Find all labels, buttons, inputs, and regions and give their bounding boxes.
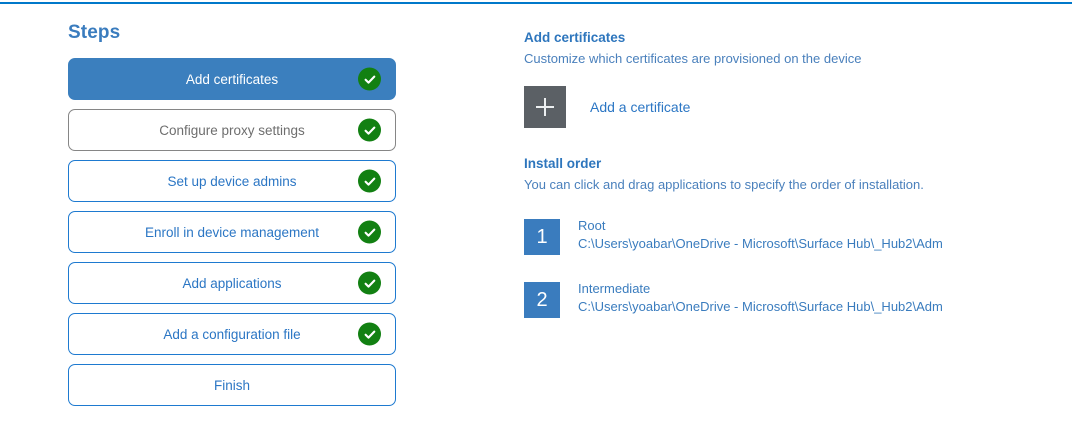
check-circle-icon <box>358 67 381 91</box>
step-button-1[interactable]: Configure proxy settings <box>68 109 396 151</box>
order-item-path: C:\Users\yoabar\OneDrive - Microsoft\Sur… <box>578 236 943 251</box>
step-label: Add certificates <box>185 71 279 87</box>
steps-heading: Steps <box>68 22 121 43</box>
check-circle-icon <box>358 118 381 142</box>
step-button-6[interactable]: Finish <box>68 364 396 406</box>
step-button-0[interactable]: Add certificates <box>68 58 396 100</box>
order-number-badge[interactable]: 2 <box>524 282 560 318</box>
step-label: Add a configuration file <box>163 326 301 342</box>
top-accent-rule <box>0 2 1072 4</box>
page-title: Add certificates <box>524 30 626 45</box>
order-item-path: C:\Users\yoabar\OneDrive - Microsoft\Sur… <box>578 299 943 314</box>
add-certificate-link[interactable]: Add a certificate <box>590 99 691 115</box>
step-label: Add applications <box>182 275 282 291</box>
page-subtitle: Customize which certificates are provisi… <box>524 51 862 66</box>
step-label: Enroll in device management <box>144 224 320 240</box>
step-button-2[interactable]: Set up device admins <box>68 160 396 202</box>
check-circle-icon <box>358 271 381 295</box>
check-circle-icon <box>358 322 381 346</box>
step-label: Configure proxy settings <box>159 122 305 138</box>
check-circle-icon <box>358 169 381 193</box>
add-certificate-row: Add a certificate <box>524 86 1072 128</box>
step-button-4[interactable]: Add applications <box>68 262 396 304</box>
plus-icon[interactable] <box>524 86 566 128</box>
order-item-name: Intermediate <box>578 281 651 296</box>
check-circle-icon <box>358 220 381 244</box>
step-label: Finish <box>213 377 250 393</box>
detail-panel: Add certificates Customize which certifi… <box>524 30 1072 318</box>
install-order-subtitle: You can click and drag applications to s… <box>524 177 924 192</box>
order-number-badge[interactable]: 1 <box>524 219 560 255</box>
install-order-title: Install order <box>524 156 602 171</box>
step-button-3[interactable]: Enroll in device management <box>68 211 396 253</box>
install-order-section: Install order You can click and drag app… <box>524 156 1072 318</box>
step-button-5[interactable]: Add a configuration file <box>68 313 396 355</box>
step-label: Set up device admins <box>167 173 297 189</box>
order-item-name: Root <box>578 218 606 233</box>
